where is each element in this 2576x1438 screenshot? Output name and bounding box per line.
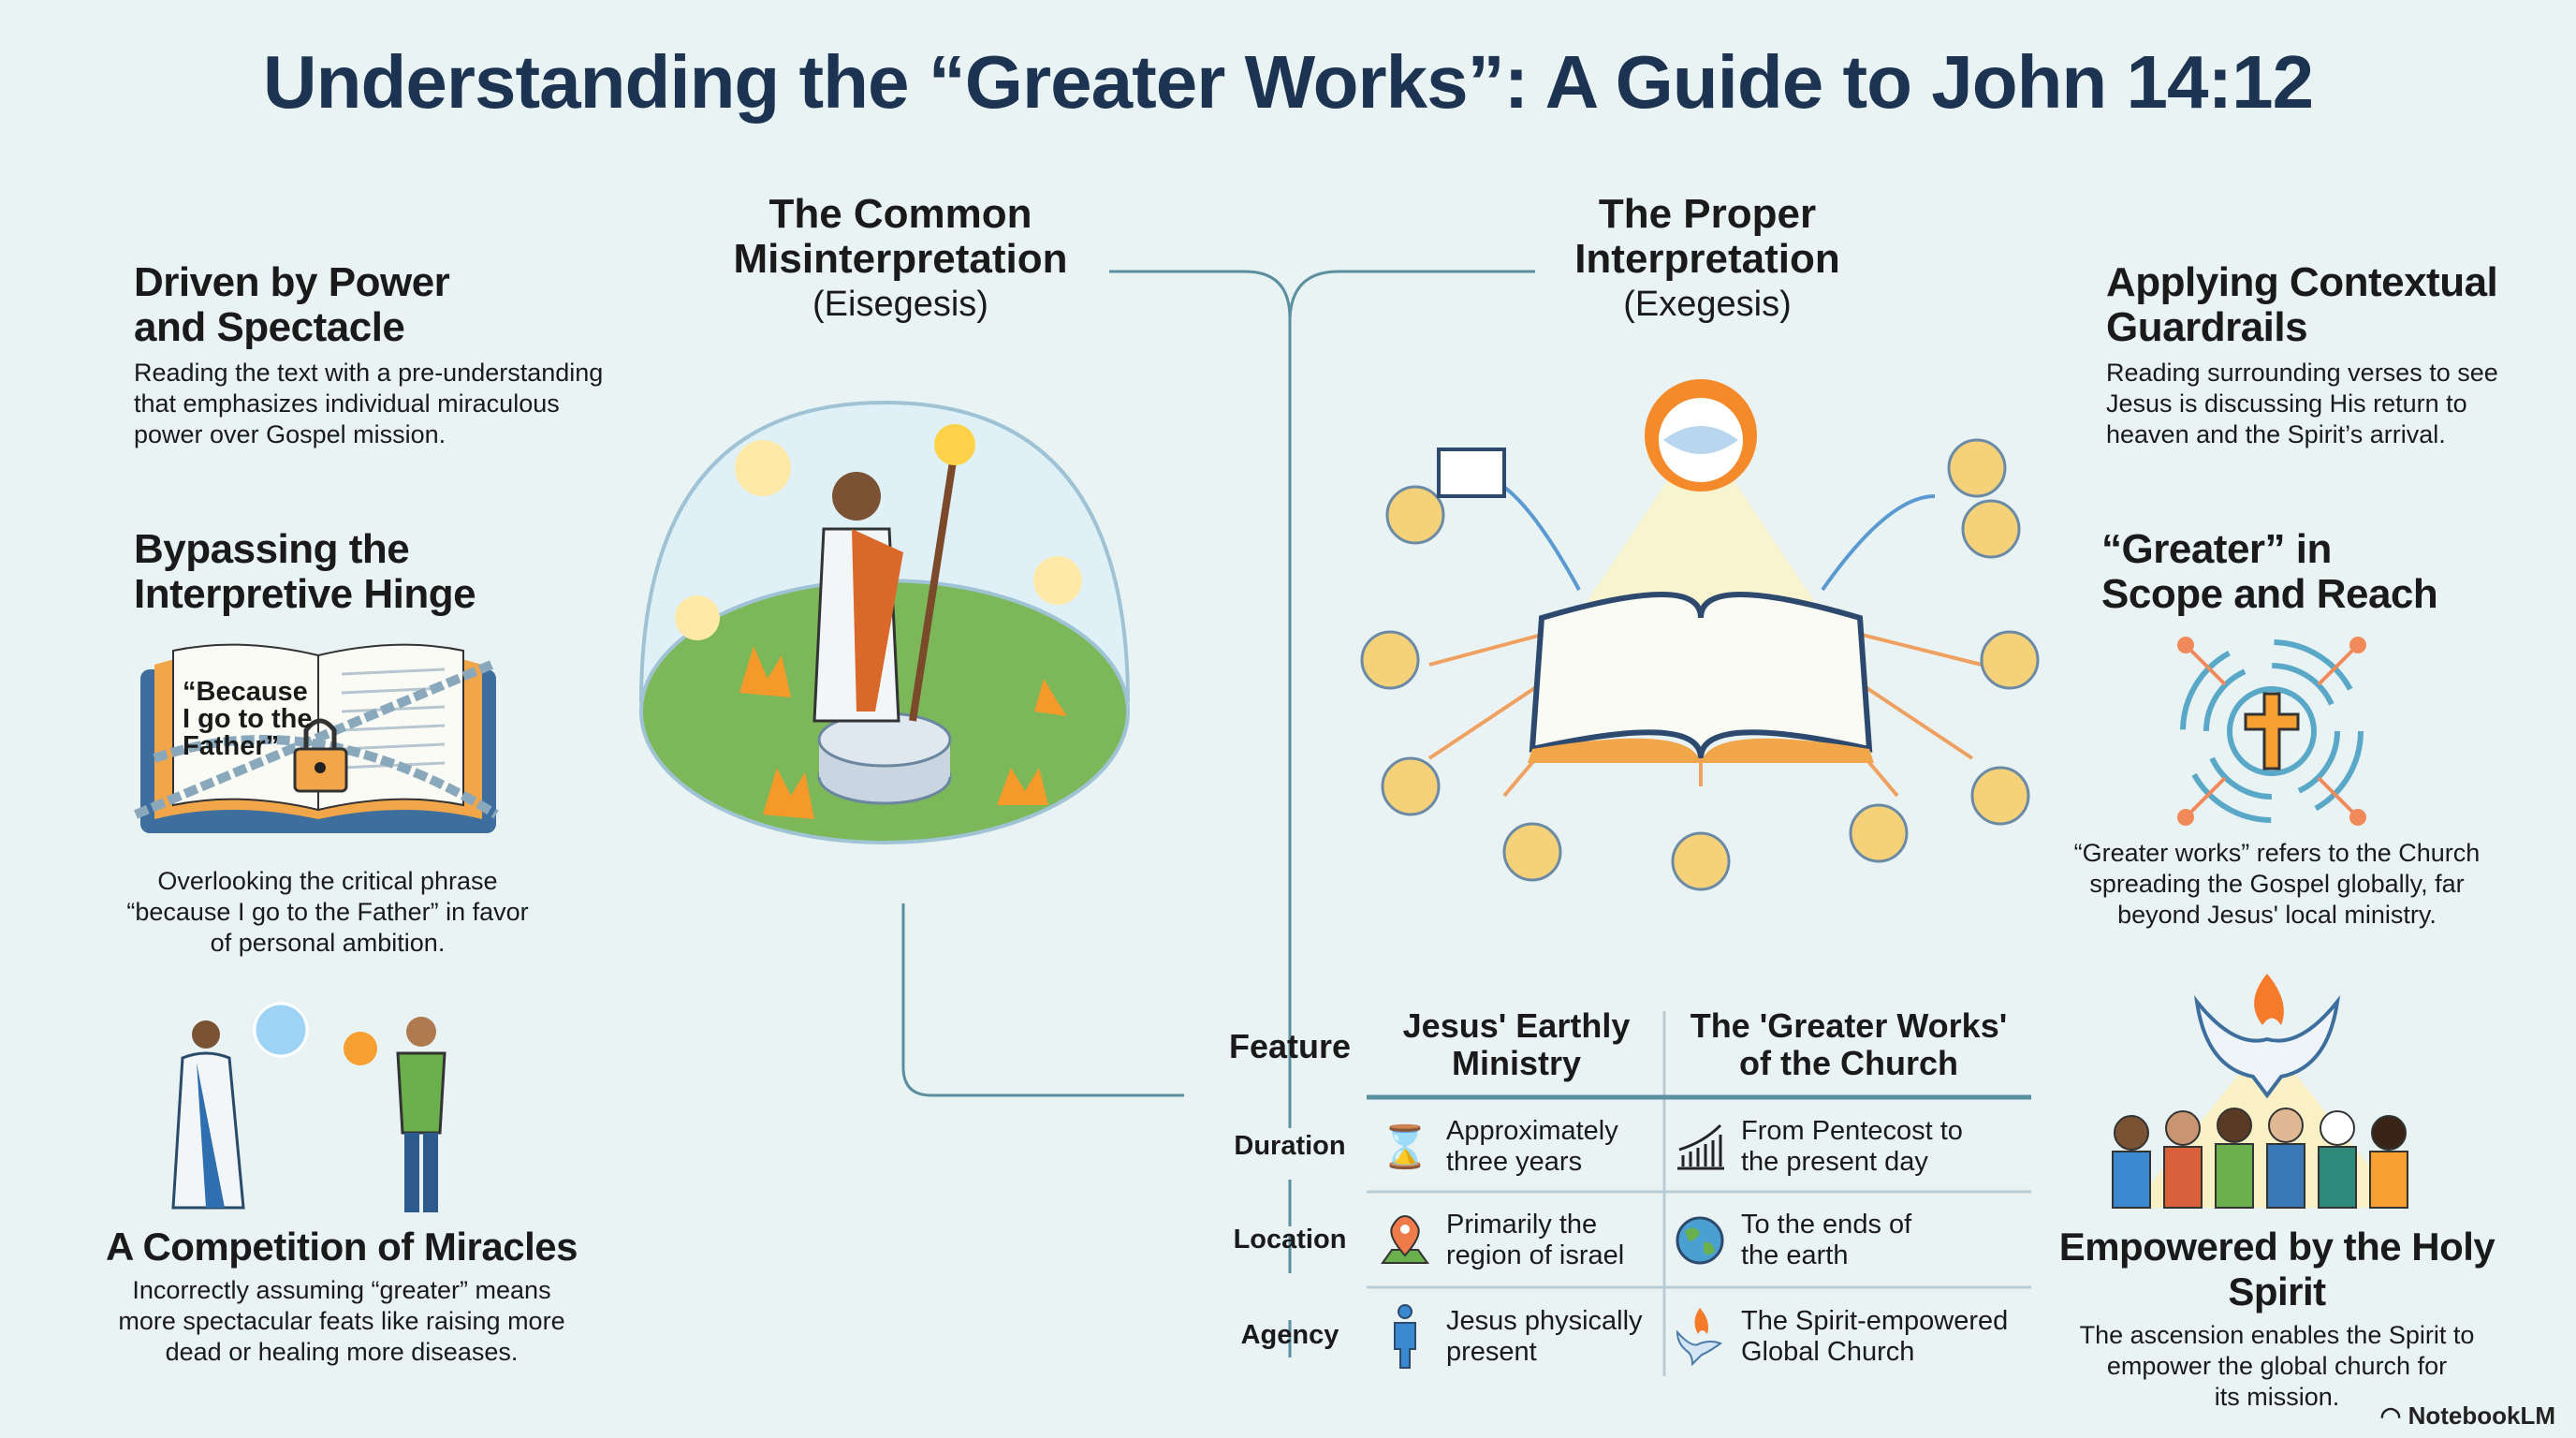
cell-line: The Spirit-empowered	[1741, 1306, 2009, 1336]
body-line: of personal ambition.	[210, 929, 446, 957]
heading-subtitle: (Exegesis)	[1623, 285, 1792, 324]
body-line: Overlooking the critical phrase	[157, 867, 498, 895]
body-line: heaven and the Spirit’s arrival.	[2106, 420, 2446, 448]
body: Reading the text with a pre-understandin…	[134, 358, 603, 450]
notebooklm-brand: ◠ NotebookLM	[2380, 1401, 2555, 1431]
header-greater-works: The 'Greater Works'of the Church	[1666, 1007, 2031, 1082]
cell-line: From Pentecost to	[1741, 1116, 1963, 1146]
body-line: Incorrectly assuming “greater” means	[132, 1276, 551, 1304]
page-title: Understanding the “Greater Works”: A Gui…	[262, 40, 2314, 124]
body-line: “Greater works” refers to the Church	[2073, 839, 2481, 867]
growth-chart-icon	[1676, 1119, 1724, 1175]
body-line: more spectacular feats like raising more	[118, 1307, 565, 1335]
body-line: Reading surrounding verses to see	[2106, 359, 2498, 387]
miracle-competition-illustration	[171, 1002, 446, 1212]
body-line: “because I go to the Father” in favor	[126, 898, 529, 926]
body-line: its mission.	[2214, 1383, 2340, 1411]
header-line: Ministry	[1451, 1044, 1582, 1082]
body-line: Reading the text with a pre-understandin…	[134, 359, 604, 387]
cell-line: the present day	[1741, 1147, 1928, 1177]
cell-line: To the ends of	[1741, 1210, 1912, 1240]
header-line: of the Church	[1739, 1044, 1958, 1082]
dove-fire-icon	[1676, 1308, 1724, 1367]
heading-line: Scope and Reach	[2101, 571, 2438, 617]
body-line: that emphasizes individual miraculous	[134, 389, 560, 418]
cell-line: Approximately	[1446, 1116, 1618, 1146]
cell-line: Global Church	[1741, 1337, 1915, 1367]
heading-line: Bypassing the	[134, 526, 410, 572]
heading-line: Guardrails	[2106, 304, 2308, 350]
section-empowered-spirit: Empowered by the Holy Spirit The ascensi…	[2012, 1225, 2541, 1413]
row-label-duration: Duration	[1234, 1131, 1346, 1161]
person-icon	[1381, 1304, 1429, 1369]
row-label-location: Location	[1233, 1225, 1347, 1255]
book-quote-line: Father”	[183, 731, 280, 761]
cross-radiating-icon	[2177, 637, 2366, 826]
book-quote-line: “Because	[183, 677, 308, 707]
spirit-empowered-crowd-illustration	[2112, 974, 2408, 1209]
hourglass-icon: ⌛	[1379, 1123, 1431, 1170]
book-icon	[134, 643, 499, 833]
cell-line: Primarily the	[1446, 1210, 1598, 1240]
table-grid	[1288, 1011, 2031, 1376]
heading-line: The Proper	[1598, 191, 1817, 237]
open-bible-spreading-illustration	[1360, 379, 2040, 891]
heading-subtitle: (Eisegesis)	[812, 285, 988, 324]
header-feature: Feature	[1228, 1027, 1352, 1065]
cell-line: three years	[1446, 1147, 1583, 1177]
body-line: The ascension enables the Spirit to	[2079, 1321, 2475, 1349]
header-line: Jesus' Earthly	[1402, 1006, 1631, 1045]
body-line: Jesus is discussing His return to	[2106, 389, 2467, 418]
map-pin-icon	[1381, 1212, 1429, 1269]
book-quote-line: I go to the	[183, 704, 313, 734]
section-bypassing-body: Overlooking the critical phrase “because …	[84, 866, 571, 959]
heading-line: Applying Contextual	[2106, 259, 2498, 305]
notebooklm-logo-icon: ◠	[2379, 1401, 2408, 1430]
row-label-agency: Agency	[1240, 1320, 1339, 1350]
heading-line: “Greater” in	[2101, 526, 2332, 572]
header-line: The 'Greater Works'	[1690, 1006, 2008, 1045]
cell-line: the earth	[1741, 1240, 1849, 1270]
heading-line: Interpretive Hinge	[134, 571, 476, 617]
heading: Empowered by the Holy Spirit	[2058, 1225, 2496, 1313]
body-line: beyond Jesus' local ministry.	[2117, 901, 2437, 929]
heading-line: The Common	[768, 191, 1032, 237]
section-competition: A Competition of Miracles Incorrectly as…	[94, 1225, 590, 1368]
heading-line: Driven by Power	[134, 259, 450, 305]
body-line: spreading the Gospel globally, far	[2089, 870, 2465, 898]
body-line: empower the global church for	[2106, 1352, 2448, 1380]
globe-icon	[1676, 1212, 1724, 1269]
glass-dome-illustration	[639, 400, 1130, 844]
cell-line: Jesus physically	[1446, 1306, 1643, 1336]
cell-line: region of israel	[1446, 1240, 1625, 1270]
body-line: power over Gospel mission.	[134, 420, 446, 448]
heading: A Competition of Miracles	[106, 1225, 578, 1269]
brand-label: NotebookLM	[2408, 1401, 2555, 1430]
heading-line: and Spectacle	[134, 304, 405, 350]
body-line: dead or healing more diseases.	[165, 1338, 519, 1366]
cell-line: present	[1446, 1337, 1537, 1367]
heading-line: Misinterpretation	[733, 236, 1068, 282]
heading-line: Interpretation	[1574, 236, 1840, 282]
section-scope-body: “Greater works” refers to the Church spre…	[2022, 838, 2532, 931]
